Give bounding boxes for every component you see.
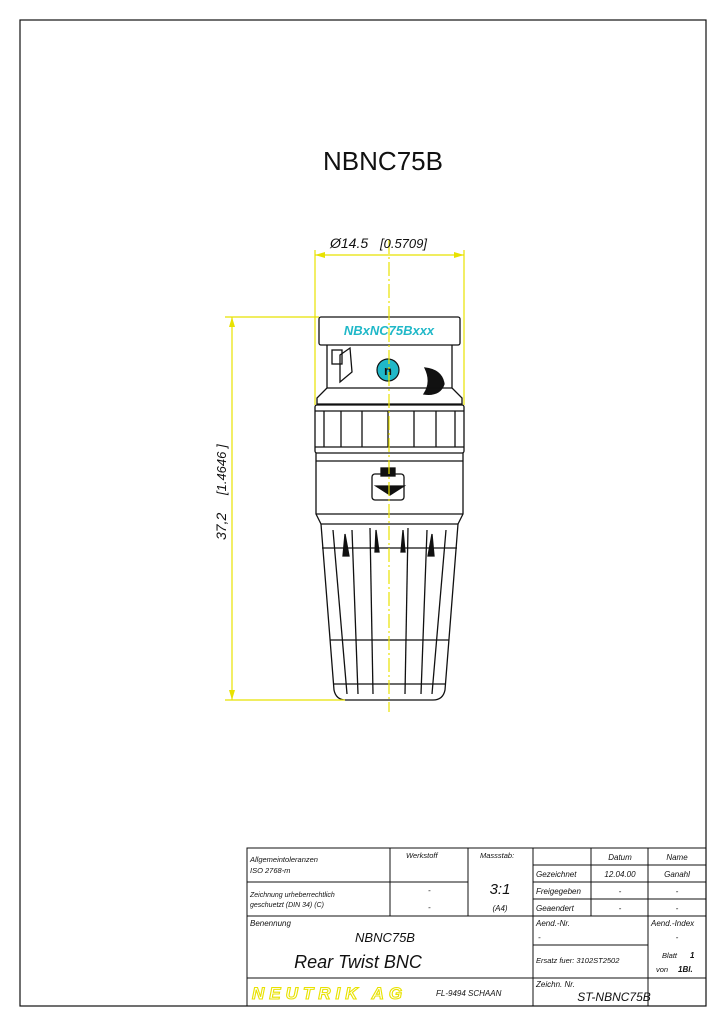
dimension-lines: [225, 240, 465, 712]
replacement-text: Ersatz fuer: 3102ST2502: [536, 956, 620, 965]
connector-body: [315, 453, 464, 525]
material-value2: -: [428, 903, 431, 912]
change-index-label: Aend.-Index: [650, 919, 695, 928]
logo-glyph: n: [384, 363, 392, 378]
row-name-released: -: [676, 887, 679, 896]
company-logo: NEUTRIK AG: [252, 984, 407, 1003]
latch-arrow: [373, 485, 407, 496]
tolerances-label: Allgemeintoleranzen: [249, 855, 318, 864]
designation-name: Rear Twist BNC: [294, 952, 423, 972]
boot-rib: [431, 529, 447, 695]
name-header: Name: [666, 853, 688, 862]
neutrik-logo-icon: [376, 358, 400, 382]
date-header: Datum: [608, 853, 632, 862]
sheet-value: 1: [690, 951, 695, 960]
copyright-line1: Zeichnung urheberrechtlich: [249, 892, 335, 899]
of-value: 1Bl.: [678, 965, 693, 974]
diameter-value: Ø14.5: [329, 235, 368, 251]
bayonet-slot-right: [422, 367, 445, 395]
designation-code: NBNC75B: [355, 930, 415, 945]
row-label-drawn: Gezeichnet: [536, 870, 577, 879]
copyright-line2: geschuetzt (DIN 34) (C): [250, 902, 324, 909]
row-name-drawn: Ganahl: [664, 870, 690, 879]
row-date-released: -: [619, 887, 622, 896]
length-value: 37,2: [213, 513, 229, 540]
part-title: NBNC75B: [323, 146, 443, 176]
material-label: Werkstoff: [406, 851, 438, 860]
boot-rib-shadow: [400, 529, 406, 553]
drawing-no-label: Zeichn. Nr.: [535, 980, 575, 989]
boot-rib: [332, 529, 348, 695]
connector-boot: [320, 523, 459, 701]
latch-tab: [380, 467, 396, 477]
scale-format: (A4): [492, 904, 507, 913]
row-name-changed: -: [676, 904, 679, 913]
sheet-label: Blatt: [662, 951, 678, 960]
row-date-changed: -: [619, 904, 622, 913]
dimension-arrows: [229, 252, 464, 700]
boot-rib: [420, 529, 428, 695]
title-block: [246, 847, 707, 1007]
change-no-value: -: [538, 933, 541, 942]
change-no-label: Aend.-Nr.: [535, 919, 570, 928]
material-value1: -: [428, 886, 431, 895]
bayonet-lug-left: [331, 349, 343, 365]
boot-rib-shadow: [374, 529, 380, 553]
boot-rib: [404, 527, 409, 695]
designation-label: Benennung: [250, 919, 291, 928]
row-label-released: Freigegeben: [536, 887, 581, 896]
boot-rib-shadow: [342, 533, 350, 557]
tolerances-value: ISO 2768-m: [250, 866, 290, 875]
row-label-changed: Geaendert: [536, 904, 575, 913]
change-index-value: -: [676, 933, 679, 942]
boot-rib: [369, 527, 374, 695]
row-date-drawn: 12.04.00: [604, 870, 636, 879]
boot-rib-shadow: [427, 533, 435, 557]
length-inch-value: [1.4646 ]: [214, 444, 229, 496]
scale-value: 3:1: [490, 881, 511, 898]
scale-label: Massstab:: [480, 851, 514, 860]
diameter-inch-value: [0.5709]: [379, 236, 427, 251]
company-location: FL-9494 SCHAAN: [436, 989, 502, 998]
bayonet-slot-left: [339, 346, 353, 384]
boot-rib: [351, 529, 359, 695]
drawing-no-value: ST-NBNC75B: [577, 990, 651, 1004]
of-label: von: [656, 965, 668, 974]
